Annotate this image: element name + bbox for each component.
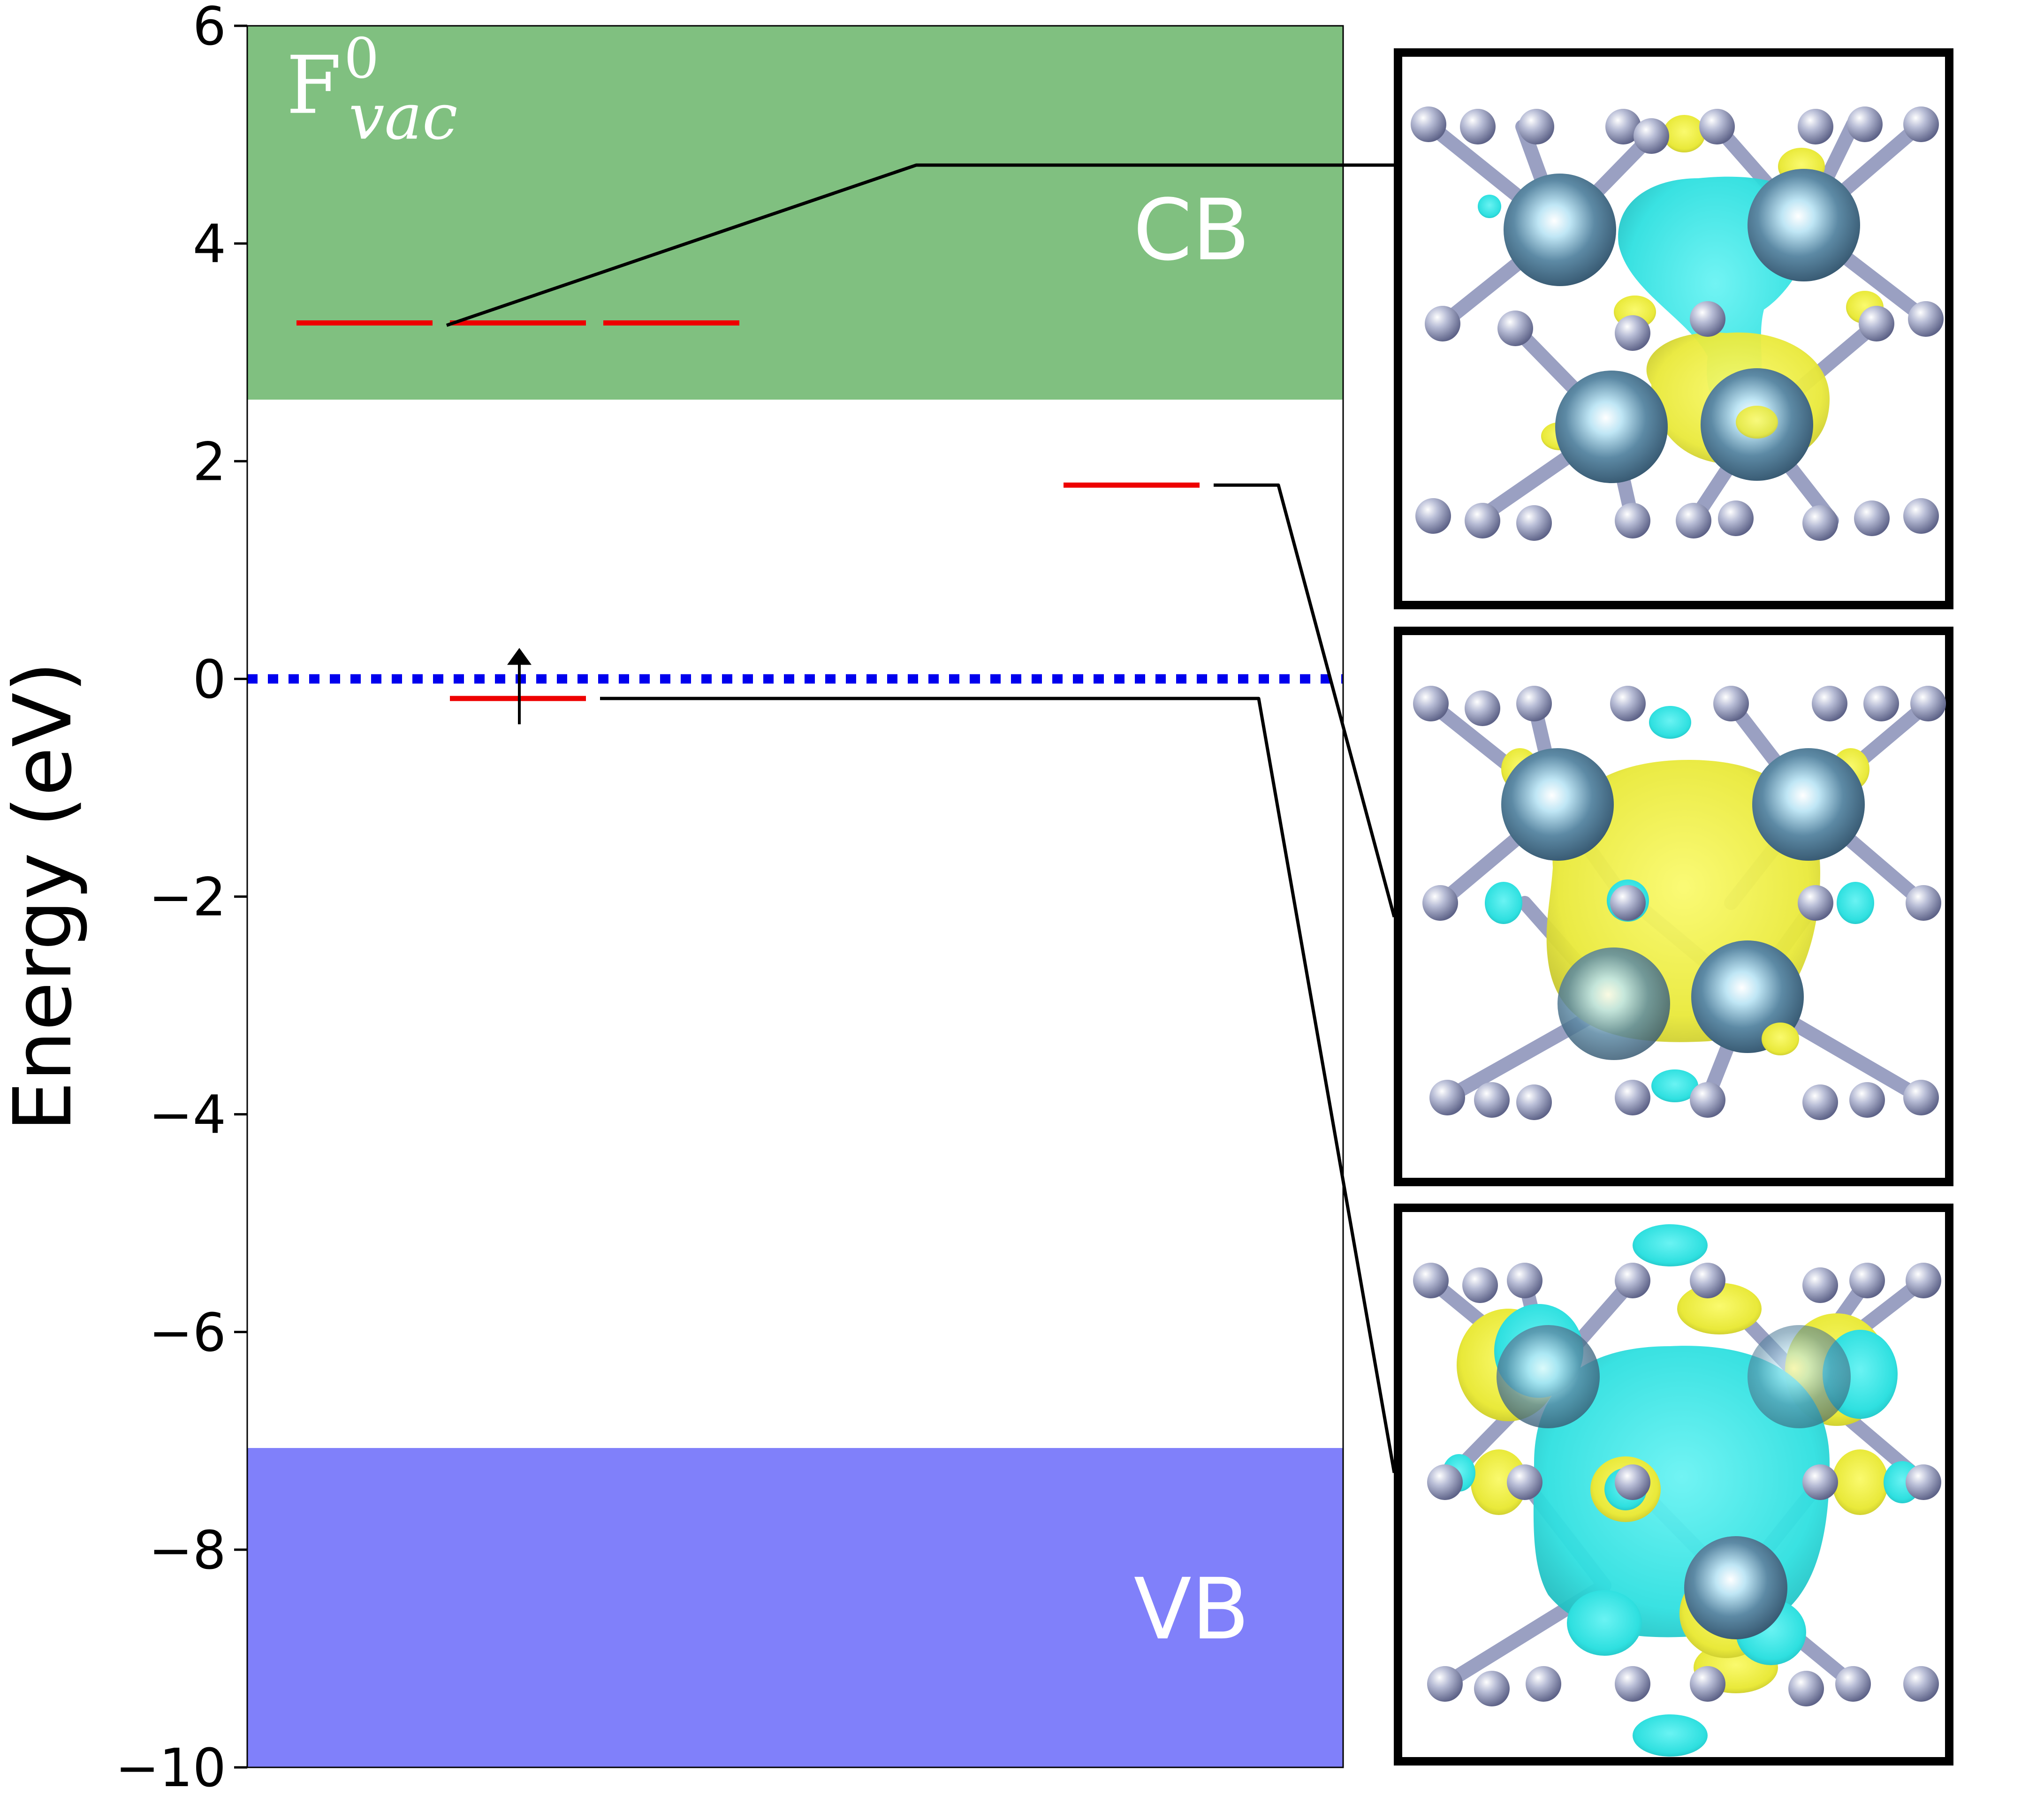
y-tick-label-6: −6 xyxy=(149,1303,226,1364)
defect-annotation: F 0 vac xyxy=(286,26,458,154)
connector-orbital-top xyxy=(446,163,1394,327)
levels-layer xyxy=(296,320,1200,725)
annotation-subscript: vac xyxy=(349,80,457,154)
y-axis-label: Energy (eV) xyxy=(0,661,90,1132)
y-axis-ticks: 6 4 2 0 −2 −4 −6 −8 −10 xyxy=(115,0,247,1796)
band-label-cb: CB xyxy=(1133,182,1250,280)
atoms-small xyxy=(1413,686,1946,1120)
y-tick-label-1: 4 xyxy=(193,214,226,275)
orbital-inset-middle xyxy=(1394,627,1953,1186)
y-tick-label-8: −10 xyxy=(115,1738,226,1796)
band-label-vb: VB xyxy=(1134,1561,1250,1659)
y-tick-label-2: 2 xyxy=(193,432,226,493)
annotation-superscript: 0 xyxy=(344,26,379,91)
connector-orbital-middle xyxy=(1214,483,1396,917)
y-tick-label-3: 0 xyxy=(193,649,226,710)
bands-layer xyxy=(247,25,1344,1768)
band-vb xyxy=(247,1448,1344,1768)
orbital-inset-bottom xyxy=(1394,1204,1953,1766)
y-tick-label-4: −2 xyxy=(149,867,226,928)
annotation-base: F xyxy=(286,39,342,132)
spin-up-arrowhead xyxy=(507,648,532,665)
y-tick-label-7: −8 xyxy=(149,1520,226,1581)
atoms-large xyxy=(1497,1325,1851,1639)
orbital-inset-top xyxy=(1394,48,1953,609)
y-tick-label-0: 6 xyxy=(193,0,226,57)
atoms-small xyxy=(1413,1263,1941,1706)
y-tick-label-5: −4 xyxy=(149,1085,226,1146)
connector-orbital-bottom xyxy=(600,697,1396,1473)
orbital-insets xyxy=(1394,48,1953,1766)
atoms-small xyxy=(1411,106,1944,541)
band-cb xyxy=(247,25,1344,400)
connectors-layer xyxy=(446,163,1396,1473)
